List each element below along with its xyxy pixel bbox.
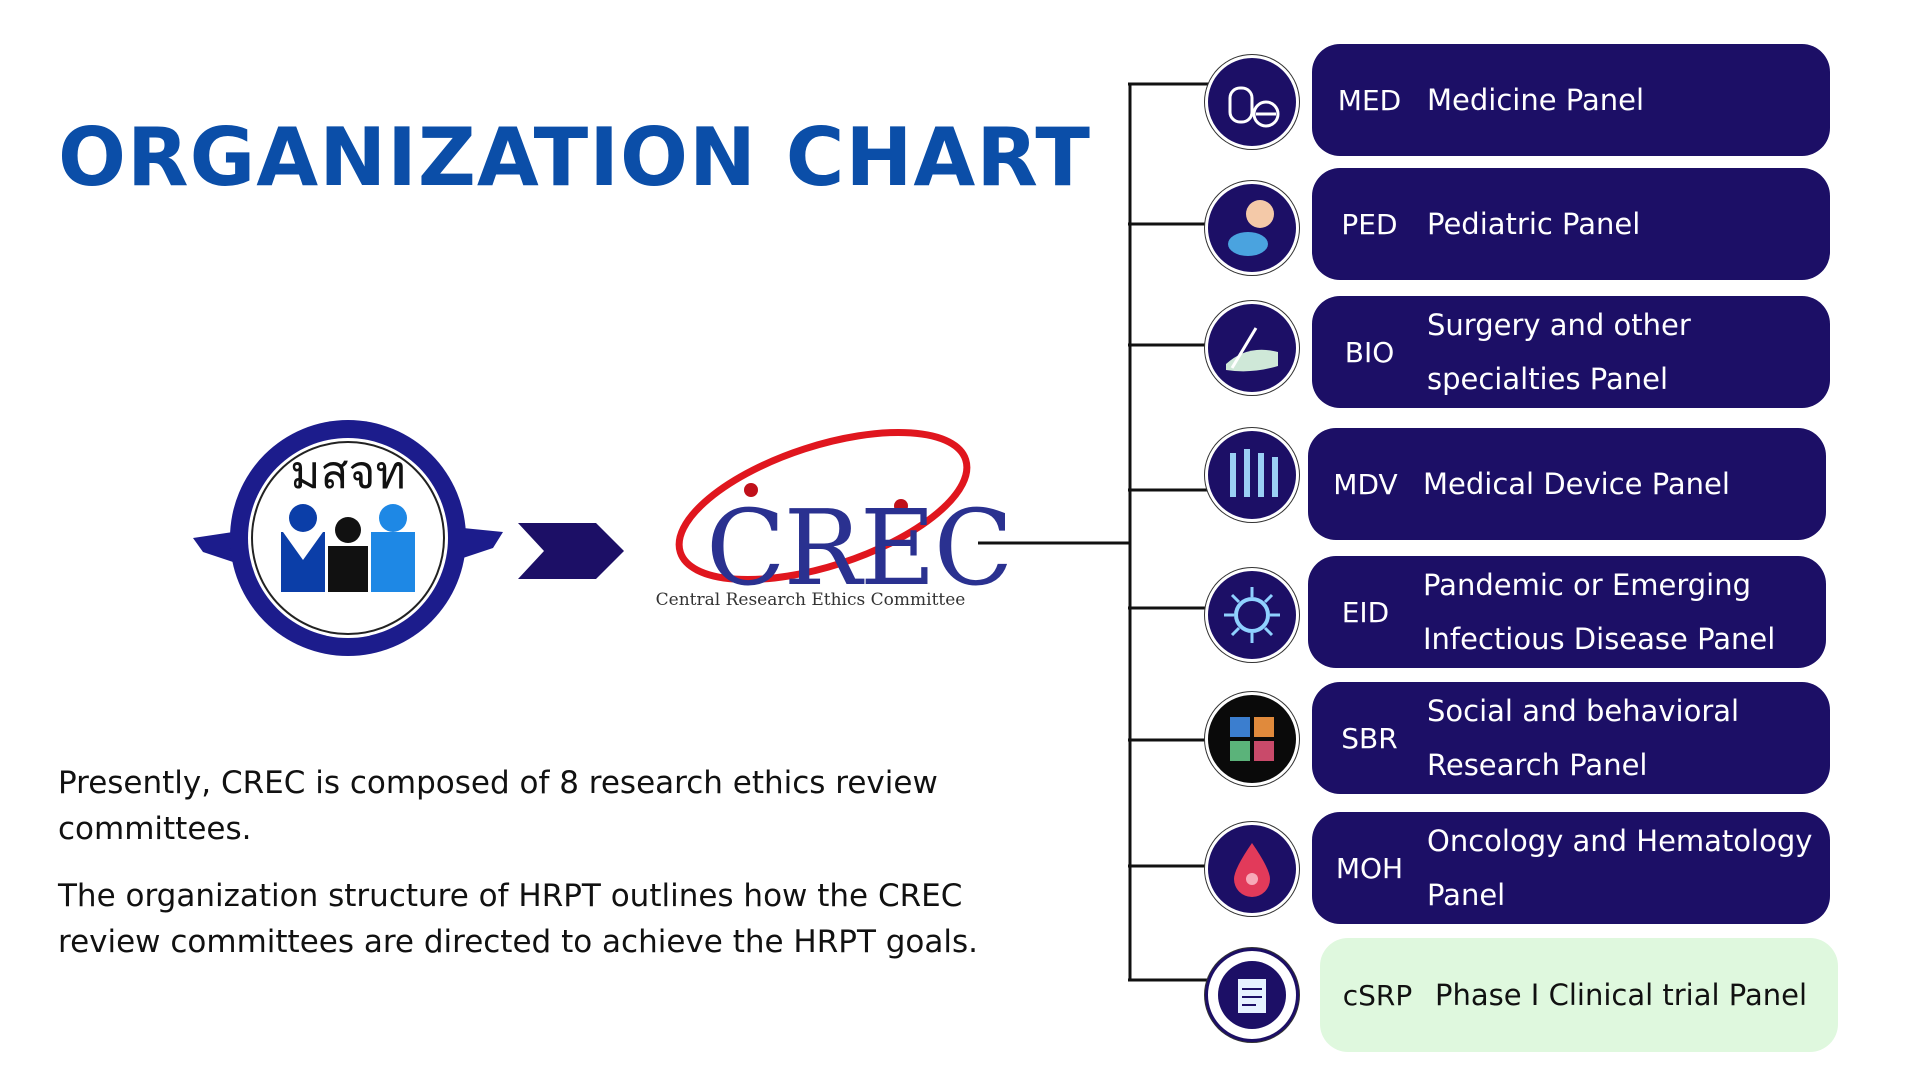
chevron-right-icon	[518, 523, 624, 579]
crec-wordmark: CREC	[706, 487, 1013, 609]
panel-sbr[interactable]: SBR Social and behavioral Research Panel	[1312, 682, 1830, 794]
crec-logo: CREC Central Research Ethics Committee	[648, 418, 1013, 623]
panel-code: SBR	[1341, 721, 1398, 755]
panel-name: Pandemic or Emerging Infectious Disease …	[1423, 568, 1776, 656]
clinical-trial-icon	[1205, 948, 1299, 1042]
panel-code: EID	[1341, 595, 1390, 629]
medical-device-icon	[1205, 428, 1299, 522]
panel-code: MDV	[1333, 467, 1398, 501]
surgery-hand-icon	[1205, 301, 1299, 395]
pills-icon	[1205, 55, 1299, 149]
panel-code: BIO	[1344, 335, 1395, 369]
description-paragraph: The organization structure of HRPT outli…	[58, 878, 979, 960]
panel-eid[interactable]: EID Pandemic or Emerging Infectious Dise…	[1308, 556, 1826, 668]
description-paragraph: Presently, CREC is composed of 8 researc…	[58, 765, 938, 847]
panel-name: Social and behavioral Research Panel	[1427, 694, 1740, 782]
panel-name: Pediatric Panel	[1427, 207, 1641, 241]
panel-med[interactable]: MED Medicine Panel	[1312, 44, 1830, 156]
panel-code: cSRP	[1342, 978, 1413, 1012]
panel-ped[interactable]: PED Pediatric Panel	[1312, 168, 1830, 280]
panel-bio[interactable]: BIO Surgery and other specialties Panel	[1312, 296, 1830, 408]
page-title: ORGANIZATION CHART	[58, 111, 1091, 204]
panel-mdv[interactable]: MDV Medical Device Panel	[1308, 428, 1826, 540]
fhrp-thai-text: มสจท	[290, 445, 406, 499]
panel-name: Phase I Clinical trial Panel	[1435, 978, 1808, 1012]
panel-name: Surgery and other specialties Panel	[1427, 308, 1691, 396]
panel-moh[interactable]: MOH Oncology and Hematology Panel	[1312, 812, 1830, 924]
people-icon	[1205, 692, 1299, 786]
panel-name: Oncology and Hematology Panel	[1427, 824, 1813, 912]
panel-csrp[interactable]: cSRP Phase I Clinical trial Panel	[1320, 938, 1838, 1052]
fhrp-logo: มสจท	[193, 420, 503, 670]
crec-subtitle: Central Research Ethics Committee	[655, 590, 966, 610]
blood-drop-icon	[1205, 822, 1299, 916]
panel-code: MOH	[1335, 851, 1404, 885]
panel-code: MED	[1337, 83, 1402, 117]
panel-code: PED	[1341, 207, 1398, 241]
panel-name: Medicine Panel	[1427, 83, 1645, 117]
baby-icon	[1205, 181, 1299, 275]
panel-name: Medical Device Panel	[1423, 467, 1730, 501]
virus-icon	[1205, 568, 1299, 662]
